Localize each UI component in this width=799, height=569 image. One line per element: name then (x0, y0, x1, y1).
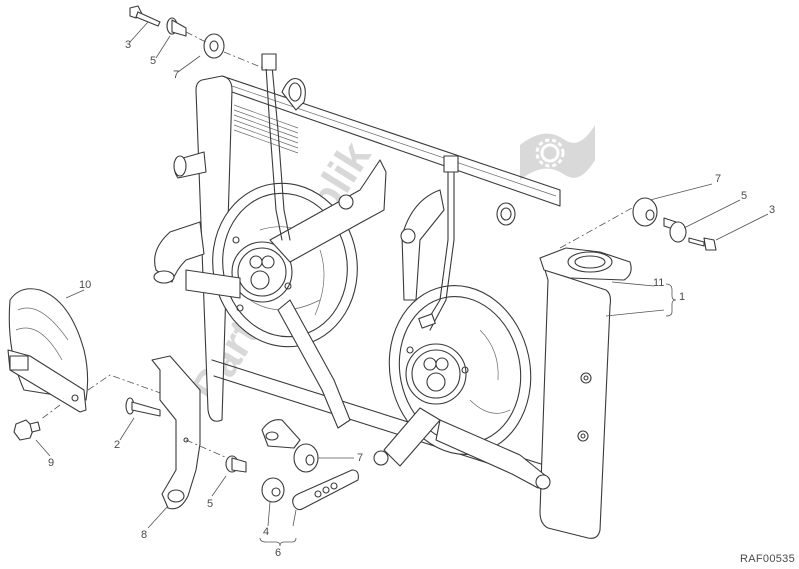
callout-1: 1 (679, 291, 686, 303)
bolt-9 (13, 419, 41, 441)
callout-7-top: 7 (173, 69, 180, 81)
callout-8: 8 (141, 529, 148, 541)
callout-3-top: 3 (125, 39, 132, 51)
callout-10: 10 (79, 279, 92, 291)
bottom-hardware (225, 419, 359, 511)
leader-lines (35, 21, 769, 547)
diagram-reference-code: RAF00535 (740, 553, 795, 565)
right-fan (373, 155, 551, 490)
radiator-fins (233, 104, 299, 154)
callout-5-top: 5 (150, 55, 157, 67)
filler-neck (539, 247, 632, 281)
callout-5-bottom: 5 (207, 498, 214, 510)
callout-5-right: 5 (741, 190, 748, 202)
callout-3-right: 3 (769, 204, 776, 216)
callout-11: 11 (653, 277, 665, 289)
callout-9: 9 (48, 457, 55, 469)
top-left-hardware (129, 5, 269, 71)
horn-bracket (151, 355, 233, 510)
watermark-gear-flag-icon (520, 125, 595, 180)
horn (7, 288, 181, 421)
callout-2: 2 (114, 439, 121, 451)
callout-7-right: 7 (715, 173, 722, 185)
callout-6: 6 (275, 547, 282, 559)
callout-4: 4 (263, 526, 270, 538)
bolt-2 (125, 397, 161, 417)
callout-7-bottom: 7 (357, 452, 364, 464)
left-fan (185, 53, 387, 429)
right-hardware (559, 197, 717, 251)
